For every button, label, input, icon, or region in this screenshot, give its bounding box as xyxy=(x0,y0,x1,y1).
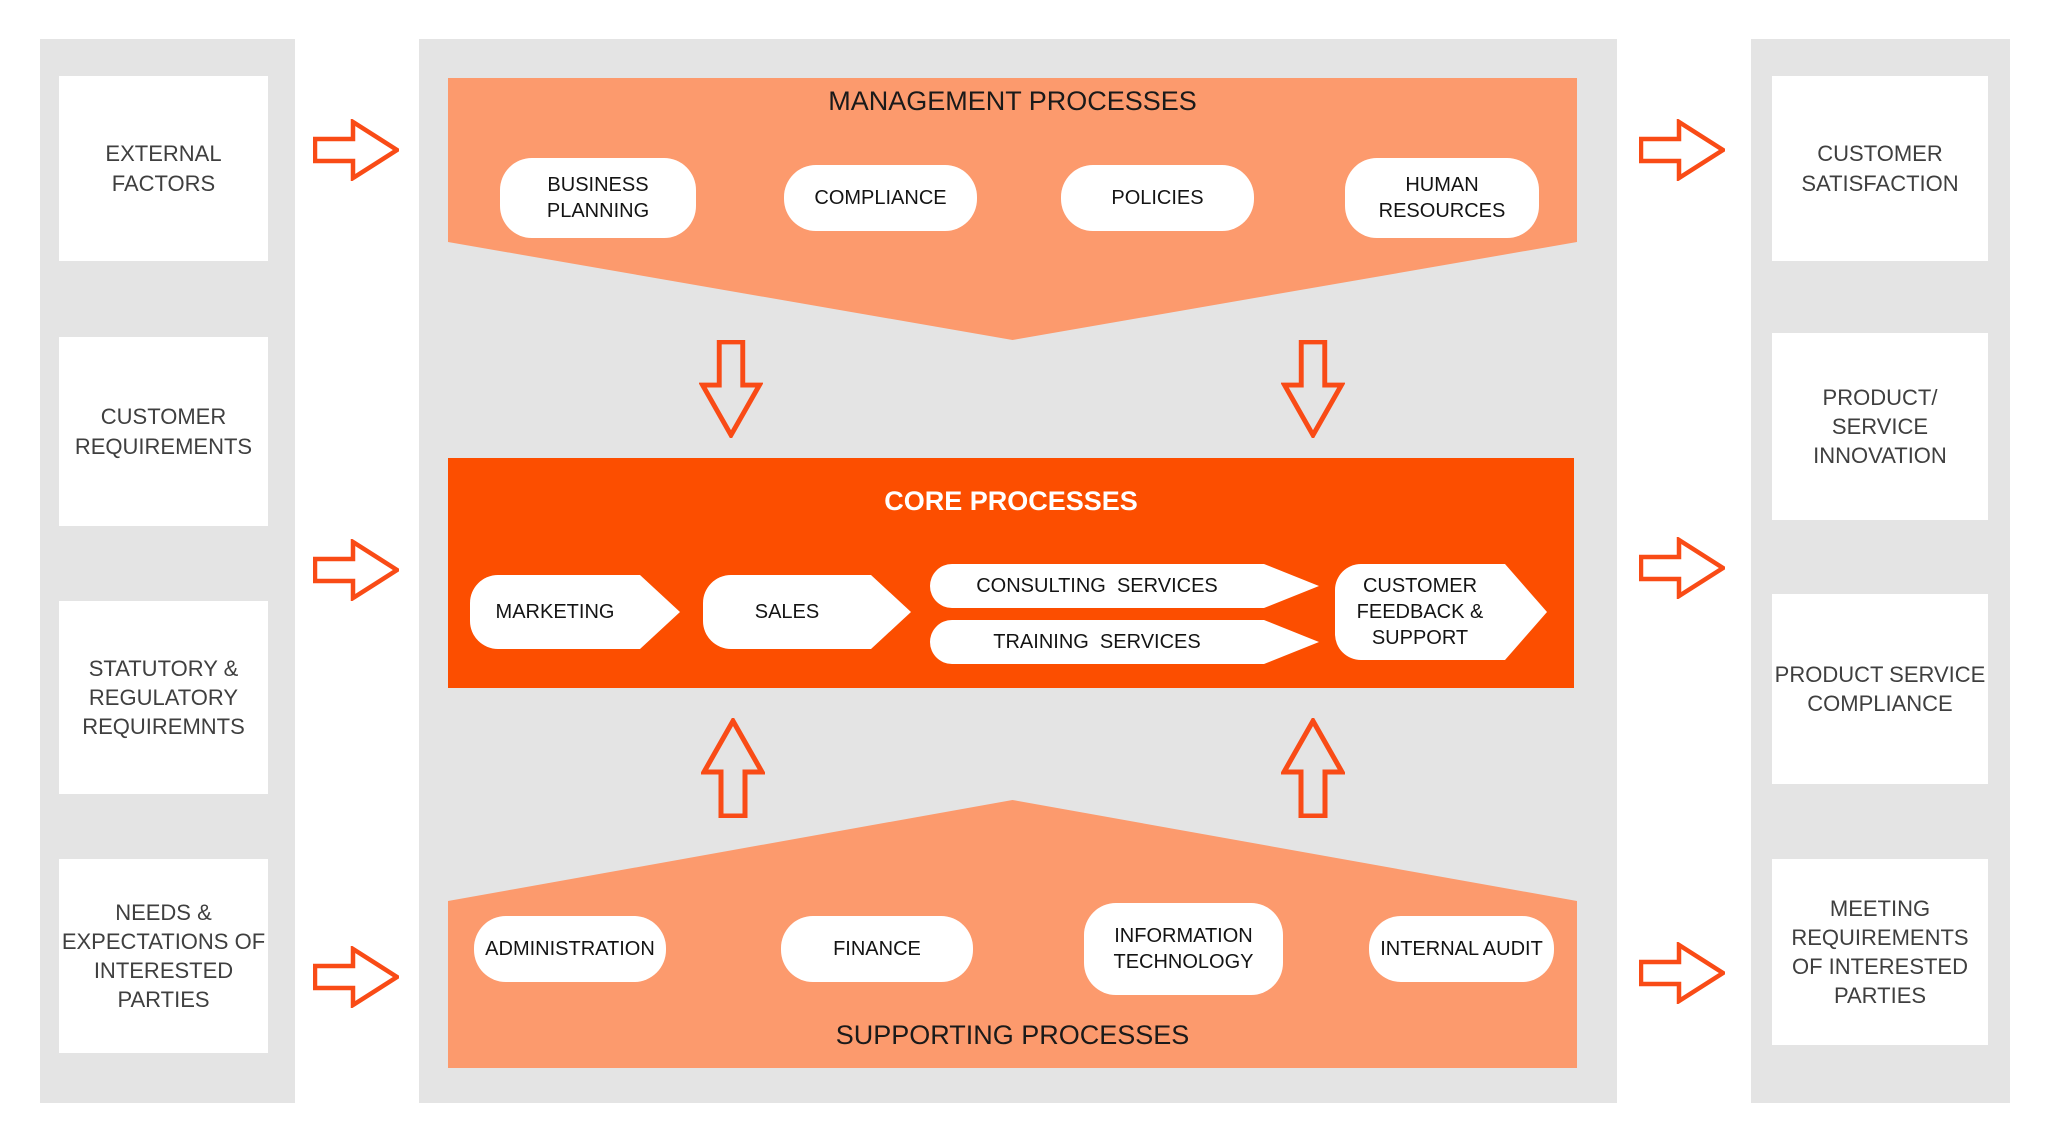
flow-arrow-up-icon xyxy=(701,718,765,818)
output-box-product-service-innovation: PRODUCT/ SERVICE INNOVATION xyxy=(1772,333,1988,520)
core-processes-title: CORE PROCESSES xyxy=(884,486,1138,516)
input-box-external-factors: EXTERNAL FACTORS xyxy=(59,76,268,261)
node-label: MARKETING xyxy=(495,601,615,623)
node-finance: FINANCE xyxy=(781,916,973,982)
node-label: INFORMATION TECHNOLOGY xyxy=(1113,925,1254,973)
node-label: TRAINING SERVICES xyxy=(993,631,1201,653)
node-customer-feedback-support: CUSTOMER FEEDBACK & SUPPORT xyxy=(1335,564,1547,660)
node-internal-audit: INTERNAL AUDIT xyxy=(1369,916,1554,982)
node-label: FINANCE xyxy=(833,938,921,960)
node-information-technology: INFORMATION TECHNOLOGY xyxy=(1084,903,1283,995)
output-label: PRODUCT/ SERVICE INNOVATION xyxy=(1813,384,1947,469)
node-label: CUSTOMER FEEDBACK & SUPPORT xyxy=(1356,575,1484,649)
flow-arrow-down-icon xyxy=(699,340,763,438)
node-label: SALES xyxy=(754,601,820,623)
input-label: STATUTORY & REGULATORY REQUIREMNTS xyxy=(82,655,245,740)
output-label: CUSTOMER SATISFACTION xyxy=(1801,141,1959,196)
node-marketing: MARKETING xyxy=(470,575,680,649)
output-label: PRODUCT SERVICE COMPLIANCE xyxy=(1774,661,1986,716)
flow-arrow-up-icon xyxy=(1281,718,1345,818)
flow-arrow-right-icon xyxy=(1639,942,1725,1004)
node-label: COMPLIANCE xyxy=(814,187,947,209)
input-label: NEEDS & EXPECTATIONS OF INTERESTED PARTI… xyxy=(61,899,266,1013)
input-box-needs-expectations: NEEDS & EXPECTATIONS OF INTERESTED PARTI… xyxy=(59,859,268,1053)
node-sales: SALES xyxy=(703,575,911,649)
flow-arrow-right-icon xyxy=(313,946,399,1008)
flow-arrow-right-icon xyxy=(313,539,399,601)
output-box-customer-satisfaction: CUSTOMER SATISFACTION xyxy=(1772,76,1988,261)
output-box-meeting-requirements: MEETING REQUIREMENTS OF INTERESTED PARTI… xyxy=(1772,859,1988,1045)
node-label: ADMINISTRATION xyxy=(485,938,655,960)
flow-arrow-right-icon xyxy=(1639,119,1725,181)
node-label: INTERNAL AUDIT xyxy=(1380,938,1543,960)
output-box-product-service-compliance: PRODUCT SERVICE COMPLIANCE xyxy=(1772,594,1988,784)
node-label: HUMAN RESOURCES xyxy=(1378,174,1506,222)
node-compliance: COMPLIANCE xyxy=(784,165,977,231)
input-box-customer-requirements: CUSTOMER REQUIREMENTS xyxy=(59,337,268,526)
node-label: BUSINESS PLANNING xyxy=(546,174,650,222)
input-label: EXTERNAL FACTORS xyxy=(105,141,222,196)
node-human-resources: HUMAN RESOURCES xyxy=(1345,158,1539,238)
input-box-statutory-regulatory: STATUTORY & REGULATORY REQUIREMNTS xyxy=(59,601,268,794)
node-policies: POLICIES xyxy=(1061,165,1254,231)
node-administration: ADMINISTRATION xyxy=(474,916,666,982)
node-business-planning: BUSINESS PLANNING xyxy=(500,158,696,238)
node-training-services: TRAINING SERVICES xyxy=(930,620,1319,664)
node-consulting-services: CONSULTING SERVICES xyxy=(930,564,1319,608)
input-label: CUSTOMER REQUIREMENTS xyxy=(74,404,253,459)
node-label: CONSULTING SERVICES xyxy=(976,575,1218,597)
management-processes-title: MANAGEMENT PROCESSES xyxy=(828,86,1197,116)
flow-arrow-right-icon xyxy=(1639,537,1725,599)
flow-arrow-right-icon xyxy=(313,119,399,181)
node-label: POLICIES xyxy=(1111,187,1204,209)
flow-arrow-down-icon xyxy=(1281,340,1345,438)
output-label: MEETING REQUIREMENTS OF INTERESTED PARTI… xyxy=(1791,895,1969,1009)
supporting-processes-title: SUPPORTING PROCESSES xyxy=(835,1020,1190,1050)
